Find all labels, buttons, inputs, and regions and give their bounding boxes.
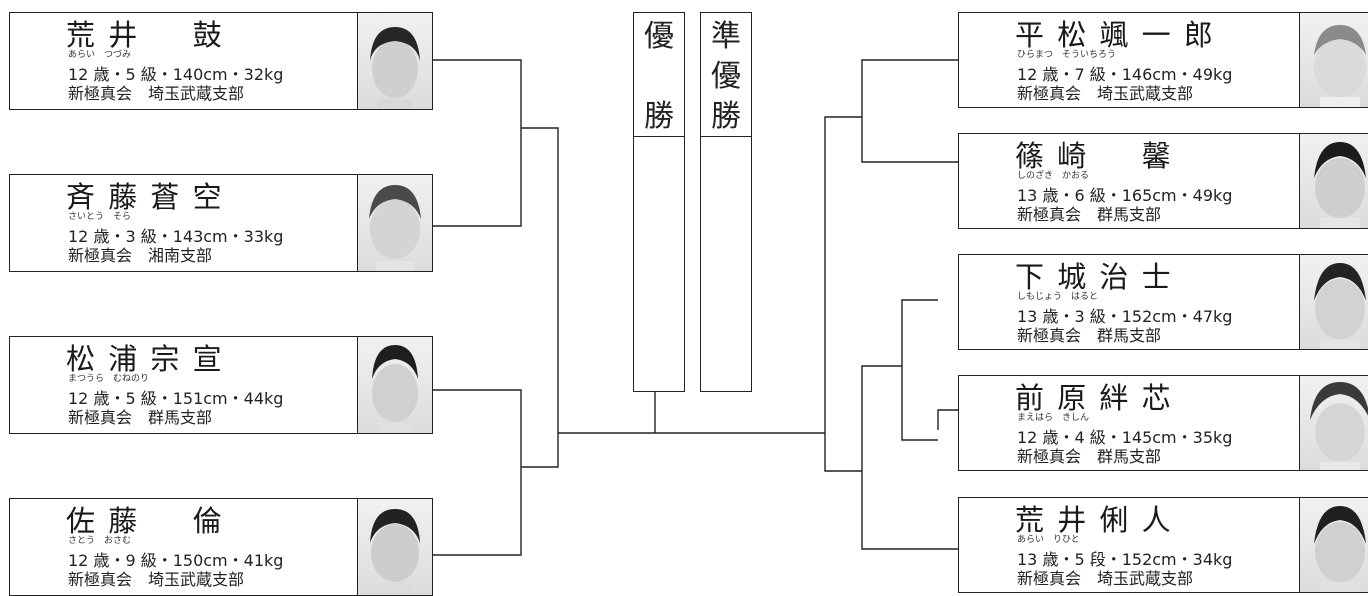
competitor-stats: 12 歳・3 級・143cm・33kg bbox=[68, 227, 284, 246]
competitor-ruby: まつうら むねのり bbox=[68, 374, 150, 384]
competitor-photo bbox=[357, 13, 432, 109]
competitor-stats: 12 歳・9 級・150cm・41kg bbox=[68, 551, 284, 570]
champion-char: 優 bbox=[644, 19, 674, 54]
champion-char: 勝 bbox=[644, 99, 674, 134]
competitor-ruby: まえはら きしん bbox=[1017, 413, 1090, 423]
champion-box: 優 勝 bbox=[633, 12, 685, 392]
competitor-info: 篠 崎 馨 しのざき かおる 13 歳・6 級・165cm・49kg 新極真会 … bbox=[959, 134, 1289, 228]
competitor-stats: 12 歳・7 級・146cm・49kg bbox=[1017, 65, 1233, 84]
competitor-card-right-5: 荒 井 俐 人 あらい りひと 13 歳・5 段・152cm・34kg 新極真会… bbox=[958, 497, 1368, 593]
competitor-name: 松 浦 宗 宣 bbox=[66, 342, 224, 376]
competitor-card-left-2: 斉 藤 蒼 空 さいとう そら 12 歳・3 級・143cm・33kg 新極真会… bbox=[9, 174, 433, 272]
competitor-card-left-3: 松 浦 宗 宣 まつうら むねのり 12 歳・5 級・151cm・44kg 新極… bbox=[9, 336, 433, 434]
competitor-ruby: しのざき かおる bbox=[1017, 171, 1090, 181]
competitor-dojo: 新極真会 群馬支部 bbox=[1017, 326, 1162, 345]
competitor-card-right-3: 下 城 治 士 しもじょう はると 13 歳・3 級・152cm・47kg 新極… bbox=[958, 254, 1368, 350]
competitor-card-right-2: 篠 崎 馨 しのざき かおる 13 歳・6 級・165cm・49kg 新極真会 … bbox=[958, 133, 1368, 229]
competitor-photo bbox=[1299, 134, 1368, 228]
competitor-info: 荒 井 俐 人 あらい りひと 13 歳・5 段・152cm・34kg 新極真会… bbox=[959, 498, 1289, 592]
competitor-ruby: しもじょう はると bbox=[1017, 292, 1099, 302]
bracket-line-r2 bbox=[937, 409, 958, 430]
competitor-stats: 13 歳・3 級・152cm・47kg bbox=[1017, 307, 1233, 326]
competitor-dojo: 新極真会 群馬支部 bbox=[68, 408, 213, 427]
competitor-photo bbox=[357, 337, 432, 433]
competitor-dojo: 新極真会 埼玉武蔵支部 bbox=[1017, 84, 1194, 103]
competitor-name: 平 松 颯 一 郎 bbox=[1015, 18, 1215, 52]
competitor-info: 松 浦 宗 宣 まつうら むねのり 12 歳・5 級・151cm・44kg 新極… bbox=[10, 337, 340, 433]
competitor-name: 前 原 絆 芯 bbox=[1015, 381, 1173, 415]
competitor-photo bbox=[1299, 376, 1368, 470]
competitor-dojo: 新極真会 埼玉武蔵支部 bbox=[68, 84, 245, 103]
competitor-ruby: あらい つづみ bbox=[68, 50, 132, 60]
competitor-card-right-1: 平 松 颯 一 郎 ひらまつ そういちろう 12 歳・7 級・146cm・49k… bbox=[958, 12, 1368, 108]
runner-up-char: 優 bbox=[711, 59, 741, 94]
competitor-card-left-1: 荒 井 鼓 あらい つづみ 12 歳・5 級・140cm・32kg 新極真会 埼… bbox=[9, 12, 433, 110]
bracket-line-l2 bbox=[433, 389, 522, 556]
competitor-info: 斉 藤 蒼 空 さいとう そら 12 歳・3 級・143cm・33kg 新極真会… bbox=[10, 175, 340, 271]
competitor-stats: 12 歳・5 級・151cm・44kg bbox=[68, 389, 284, 408]
competitor-photo bbox=[1299, 255, 1368, 349]
runner-up-char: 勝 bbox=[711, 99, 741, 134]
competitor-ruby: ひらまつ そういちろう bbox=[1017, 50, 1117, 60]
competitor-stats: 12 歳・5 級・140cm・32kg bbox=[68, 65, 284, 84]
competitor-photo bbox=[357, 499, 432, 595]
competitor-name: 荒 井 鼓 bbox=[66, 18, 224, 52]
competitor-info: 佐 藤 倫 さとう おさむ 12 歳・9 級・150cm・41kg 新極真会 埼… bbox=[10, 499, 340, 595]
competitor-dojo: 新極真会 群馬支部 bbox=[1017, 205, 1162, 224]
competitor-dojo: 新極真会 埼玉武蔵支部 bbox=[68, 570, 245, 589]
competitor-dojo: 新極真会 湘南支部 bbox=[68, 246, 213, 265]
bracket-line-r4 bbox=[861, 365, 958, 550]
competitor-stats: 13 歳・6 級・165cm・49kg bbox=[1017, 186, 1233, 205]
competitor-ruby: あらい りひと bbox=[1017, 535, 1080, 545]
bracket-line-r3 bbox=[901, 299, 938, 441]
competitor-stats: 13 歳・5 段・152cm・34kg bbox=[1017, 550, 1233, 569]
competitor-info: 荒 井 鼓 あらい つづみ 12 歳・5 級・140cm・32kg 新極真会 埼… bbox=[10, 13, 340, 109]
competitor-name: 下 城 治 士 bbox=[1015, 260, 1173, 294]
runner-up-label: 準 優 勝 bbox=[701, 13, 751, 137]
bracket-line-r5 bbox=[824, 116, 862, 472]
competitor-info: 前 原 絆 芯 まえはら きしん 12 歳・4 級・145cm・35kg 新極真… bbox=[959, 376, 1289, 470]
competitor-name: 佐 藤 倫 bbox=[66, 504, 224, 538]
competitor-name: 荒 井 俐 人 bbox=[1015, 503, 1173, 537]
competitor-info: 下 城 治 士 しもじょう はると 13 歳・3 級・152cm・47kg 新極… bbox=[959, 255, 1289, 349]
competitor-stats: 12 歳・4 級・145cm・35kg bbox=[1017, 428, 1233, 447]
competitor-photo bbox=[1299, 13, 1368, 107]
bracket-line-l1 bbox=[433, 59, 522, 227]
competitor-ruby: さとう おさむ bbox=[68, 536, 132, 546]
competitor-info: 平 松 颯 一 郎 ひらまつ そういちろう 12 歳・7 級・146cm・49k… bbox=[959, 13, 1289, 107]
competitor-ruby: さいとう そら bbox=[68, 212, 132, 222]
bracket-line-r1 bbox=[861, 59, 958, 163]
competitor-name: 斉 藤 蒼 空 bbox=[66, 180, 224, 214]
champion-label: 優 勝 bbox=[634, 13, 684, 137]
competitor-photo bbox=[1299, 498, 1368, 592]
competitor-card-right-4: 前 原 絆 芯 まえはら きしん 12 歳・4 級・145cm・35kg 新極真… bbox=[958, 375, 1368, 471]
competitor-dojo: 新極真会 群馬支部 bbox=[1017, 447, 1162, 466]
competitor-card-left-4: 佐 藤 倫 さとう おさむ 12 歳・9 級・150cm・41kg 新極真会 埼… bbox=[9, 498, 433, 596]
runner-up-box: 準 優 勝 bbox=[700, 12, 752, 392]
competitor-name: 篠 崎 馨 bbox=[1015, 139, 1173, 173]
runner-up-char: 準 bbox=[711, 19, 741, 54]
competitor-photo bbox=[357, 175, 432, 271]
competitor-dojo: 新極真会 埼玉武蔵支部 bbox=[1017, 569, 1194, 588]
bracket-line-l3 bbox=[521, 127, 559, 468]
